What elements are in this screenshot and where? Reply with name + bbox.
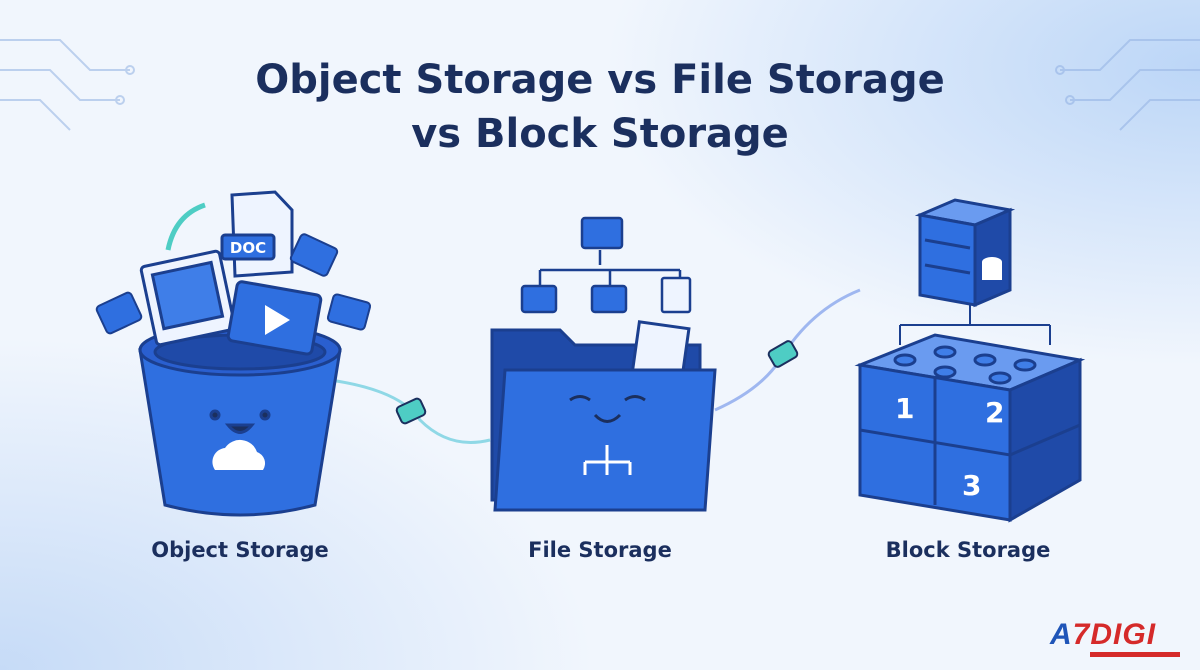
circuit-decoration-left: [0, 39, 135, 131]
doc-file-icon: [220, 190, 294, 278]
block-number-1: 1: [895, 392, 914, 425]
page-title-line-1: Object Storage vs File Storage: [255, 57, 945, 103]
lego-blocks-icon: [854, 333, 1086, 523]
block-number-3: 3: [962, 469, 981, 502]
block-storage-label: Block Storage: [885, 538, 1051, 562]
folder-icon: [490, 320, 717, 512]
connector-line-1: [329, 378, 491, 444]
tag-icons: [95, 233, 372, 335]
doc-badge: DOC: [230, 239, 266, 257]
arrow-icon: [165, 202, 206, 251]
logo-tagline-bar: [1090, 652, 1180, 657]
block-number-2: 2: [985, 396, 1004, 429]
page-title-line-2: vs Block Storage: [411, 111, 789, 157]
server-icon: [914, 198, 1016, 308]
object-storage-label: Object Storage: [151, 538, 329, 562]
connector-chip-1: [395, 397, 427, 425]
video-file-icon: [226, 280, 323, 356]
image-file-icon: [139, 249, 237, 347]
circuit-decoration-right: [1055, 39, 1200, 131]
folder-tree-icon: [520, 216, 692, 314]
server-connector-lines: [899, 305, 1051, 345]
connector-chip-2: [767, 340, 799, 368]
brand-logo: A7DIGI: [1050, 618, 1157, 651]
file-storage-label: File Storage: [528, 538, 672, 562]
